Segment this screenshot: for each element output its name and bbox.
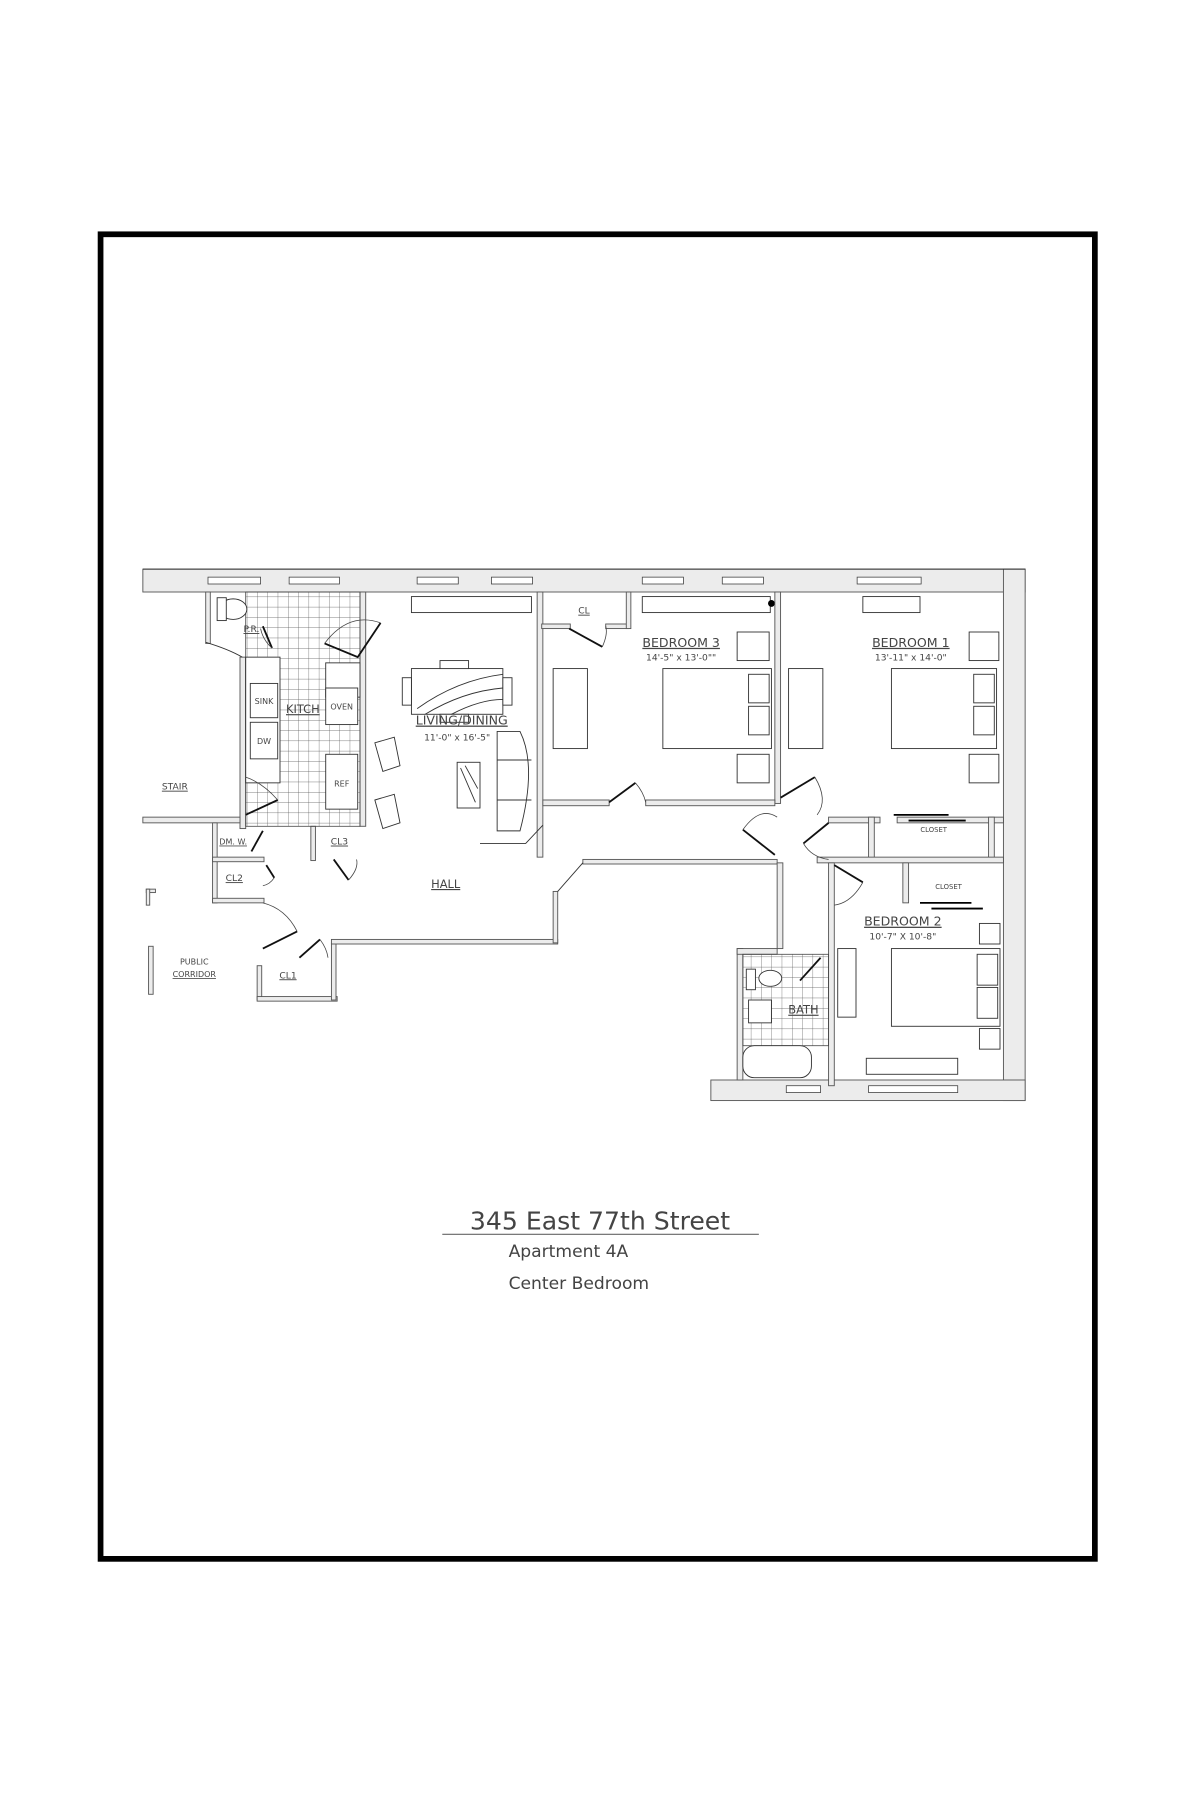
tank-icon bbox=[745, 968, 756, 991]
living-dining-dims: 11'-0" x 16'-5" bbox=[424, 734, 490, 744]
bedroom-1-label: BEDROOM 1 bbox=[872, 635, 950, 650]
closet-rods bbox=[893, 813, 983, 910]
address-title: 345 East 77th Street bbox=[470, 1207, 730, 1236]
kitchen-label: KITCH bbox=[286, 702, 320, 716]
tank-icon bbox=[216, 597, 227, 622]
coffee-table-icon bbox=[456, 761, 481, 809]
dishwasher: DW bbox=[249, 721, 279, 760]
dw-label: DW bbox=[257, 737, 271, 746]
riser-dot bbox=[768, 600, 775, 607]
exterior-walls bbox=[142, 568, 1026, 1102]
kitchen-sink: SINK bbox=[249, 682, 279, 719]
stair-label: STAIR bbox=[162, 783, 189, 793]
apartment-label: Apartment 4A bbox=[509, 1242, 629, 1262]
kitchen-counter-left bbox=[245, 656, 281, 784]
bed-icon bbox=[837, 922, 1001, 1050]
ref-label: REF bbox=[334, 779, 350, 788]
bath-label: BATH bbox=[788, 1003, 818, 1017]
refrigerator: REF bbox=[325, 753, 359, 810]
living-dining-label: LIVING/DINING bbox=[416, 713, 508, 728]
public-corridor-label-1: PUBLIC bbox=[180, 958, 209, 967]
public-corridor-label-2: CORRIDOR bbox=[173, 970, 217, 979]
cl-label: CL bbox=[578, 607, 590, 617]
hall-label: HALL bbox=[431, 877, 461, 891]
bedroom-3-dims: 14'-5" x 13'-0"" bbox=[646, 654, 716, 664]
bedroom-2-dims: 10'-7" X 10'-8" bbox=[869, 932, 936, 942]
armchair-icon bbox=[374, 736, 401, 830]
closet-2-label: CLOSET bbox=[935, 883, 962, 891]
unit-type-label: Center Bedroom bbox=[509, 1274, 650, 1294]
bed-icon bbox=[552, 631, 772, 784]
bedroom-3-label: BEDROOM 3 bbox=[642, 635, 720, 650]
bed-icon bbox=[788, 631, 1000, 784]
sofa-icon bbox=[496, 730, 532, 832]
bath-sink-icon bbox=[748, 999, 772, 1024]
cl2-label: CL2 bbox=[226, 874, 243, 884]
page-border bbox=[97, 231, 1098, 1562]
dining-table-icon bbox=[401, 660, 513, 723]
radiators bbox=[410, 596, 959, 1075]
bedroom-1-dims: 13'-11" x 14'-0" bbox=[875, 654, 947, 664]
bathtub-icon bbox=[742, 1045, 812, 1079]
windows bbox=[207, 576, 959, 1093]
dm-w-label: DM. W. bbox=[219, 838, 247, 847]
powder-room-label: P.R. bbox=[243, 625, 259, 635]
bedroom-2-label: BEDROOM 2 bbox=[864, 914, 942, 929]
oven: OVEN bbox=[325, 662, 361, 726]
toilet-icon bbox=[758, 969, 783, 987]
sink-label: SINK bbox=[255, 697, 274, 706]
closet-1-label: CLOSET bbox=[920, 826, 947, 834]
door-swings bbox=[245, 619, 864, 982]
oven-label: OVEN bbox=[330, 703, 353, 712]
cl1-label: CL1 bbox=[279, 971, 296, 981]
cl3-label: CL3 bbox=[331, 838, 348, 848]
